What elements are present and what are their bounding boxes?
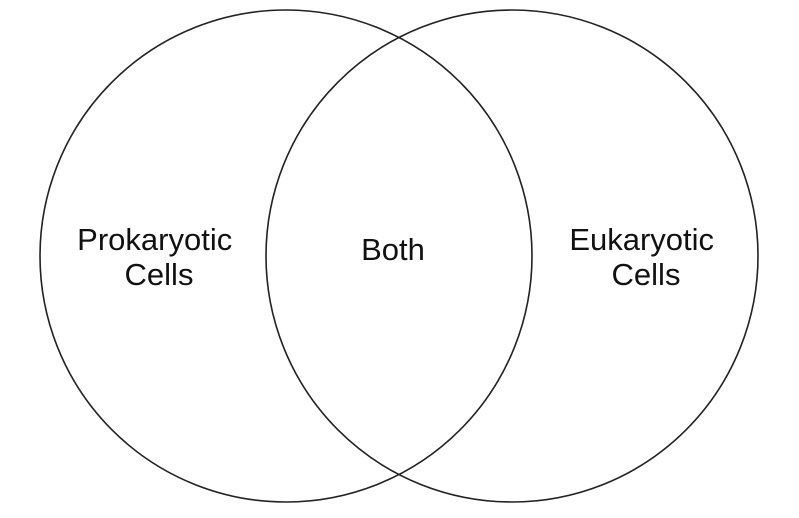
overlap-label: Both [361,232,425,267]
right-circle-eukaryotic [265,9,759,503]
left-circle-prokaryotic [39,9,533,503]
left-set-label: Prokaryotic Cells [77,222,241,292]
right-set-label: Eukaryotic Cells [569,222,722,292]
left-set-label-line1: Prokaryotic [77,222,232,257]
left-set-label-line2: Cells [125,257,194,292]
right-set-label-line2: Cells [612,257,681,292]
right-set-label-line1: Eukaryotic [569,222,714,257]
